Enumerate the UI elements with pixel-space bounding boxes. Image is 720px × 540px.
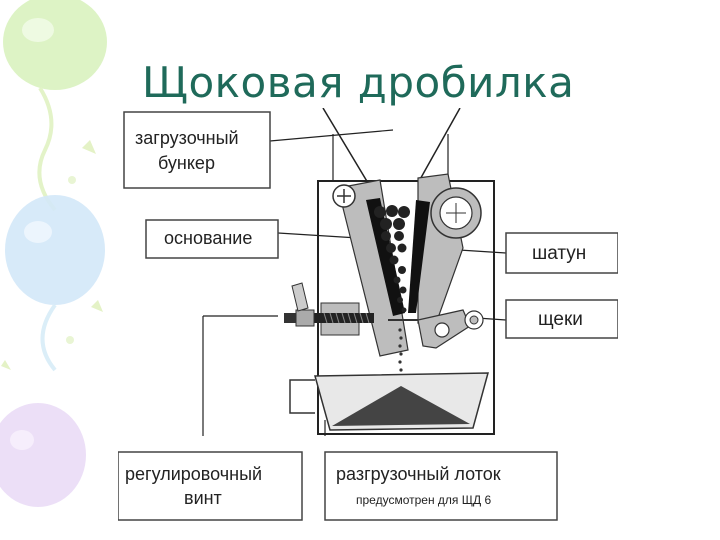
decorative-balloons bbox=[0, 0, 107, 507]
label-jaws bbox=[505, 299, 618, 339]
label-adjusting-screw bbox=[118, 451, 303, 521]
jaw-crusher-diagram: загрузочный бункер основание шатун щеки … bbox=[118, 108, 618, 521]
label-jaws-text: щеки bbox=[538, 309, 583, 330]
green-balloon bbox=[3, 0, 107, 90]
label-hopper-line2: бункер bbox=[158, 153, 215, 173]
pink-balloon bbox=[0, 403, 86, 507]
slide-title: Щоковая дробилка bbox=[142, 58, 575, 107]
blue-balloon bbox=[5, 195, 105, 305]
label-base bbox=[145, 219, 279, 259]
label-connecting-rod bbox=[505, 232, 618, 274]
label-screw-line2: винт bbox=[184, 488, 222, 508]
label-connecting-rod-text: шатун bbox=[532, 243, 586, 264]
label-base-text: основание bbox=[164, 228, 252, 248]
label-chute-text: разгрузочный лоток bbox=[336, 464, 501, 484]
label-chute-note: предусмотрен для ЩД 6 bbox=[356, 493, 491, 507]
crusher-frame bbox=[317, 180, 495, 435]
label-hopper-line1: загрузочный bbox=[135, 128, 239, 148]
left-jaw bbox=[337, 179, 409, 357]
label-chute bbox=[324, 451, 558, 521]
label-screw-line1: регулировочный bbox=[125, 464, 262, 484]
label-hopper bbox=[123, 111, 271, 189]
adjusting-screw bbox=[284, 282, 374, 336]
